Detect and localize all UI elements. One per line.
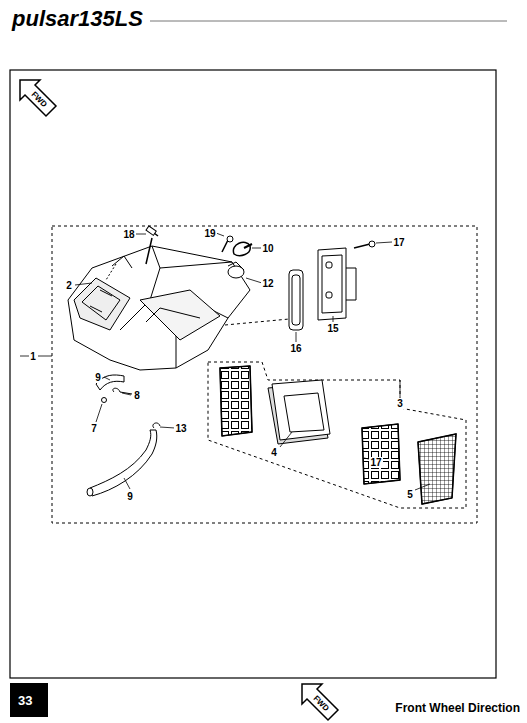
callout-number: 13 <box>174 423 187 434</box>
fwd-text: FWD <box>311 693 330 712</box>
callout-number: 17 <box>369 457 382 468</box>
callout-number: 18 <box>122 229 135 240</box>
page-number-box: 33 <box>10 683 48 717</box>
callout-number: 9 <box>94 372 102 383</box>
fwd-arrow-icon: FWD <box>18 78 58 118</box>
callout-number: 5 <box>406 489 414 500</box>
direction-caption: Front Wheel Direction <box>395 701 520 715</box>
callout-number: 1 <box>29 351 37 362</box>
fwd-arrow-icon: FWD <box>300 682 340 722</box>
callout-number: 16 <box>289 343 302 354</box>
callout-number: 7 <box>90 423 98 434</box>
callout-number: 9 <box>126 491 134 502</box>
callout-number: 19 <box>203 228 216 239</box>
callout-number: 3 <box>396 398 404 409</box>
callout-number: 15 <box>326 323 339 334</box>
callout-number: 2 <box>65 280 73 291</box>
fwd-text: FWD <box>29 89 48 108</box>
callout-number: 4 <box>270 447 278 458</box>
page-number: 33 <box>10 693 40 708</box>
logo-title: pulsar135LS <box>12 6 143 32</box>
callout-number: 8 <box>133 390 141 401</box>
callout-number: 12 <box>261 278 274 289</box>
callout-number: 10 <box>261 243 274 254</box>
callout-number: 17 <box>392 237 405 248</box>
